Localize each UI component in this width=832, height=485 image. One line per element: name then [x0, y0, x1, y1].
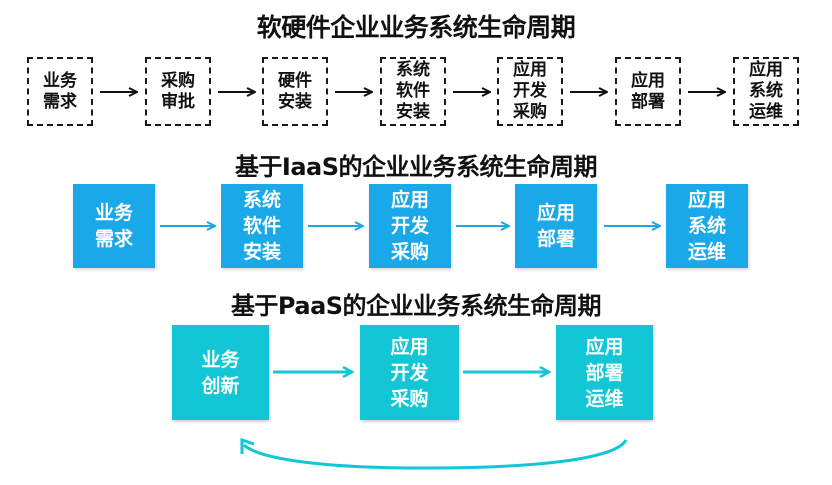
step-label: 应用 部署: [536, 202, 575, 250]
paas-step-business-innovation: 业务 创新: [172, 325, 269, 420]
step-label: 业务 需求: [94, 202, 133, 250]
step-label: 应用 系统 运维: [749, 60, 783, 122]
step-label: 应用 部署: [631, 70, 665, 112]
paas-step-app-deploy-operations: 应用 部署 运维: [556, 325, 653, 420]
step-label: 应用 开发 采购: [513, 60, 547, 122]
iaas-step-system-software-install: 系统 软件 安装: [221, 184, 303, 268]
traditional-step-system-software-install: 系统 软件 安装: [380, 57, 446, 126]
paas-lifecycle-title: 基于PaaS的企业业务系统生命周期: [230, 292, 602, 320]
feedback-loop-arrow-icon: [242, 439, 628, 470]
iaas-step-business-requirement: 业务 需求: [73, 184, 155, 268]
paas-step-app-development: 应用 开发 采购: [360, 325, 459, 420]
traditional-step-app-development: 应用 开发 采购: [497, 57, 563, 126]
traditional-lifecycle-title: 软硬件企业业务系统生命周期: [256, 13, 576, 42]
step-label: 应用 开发 采购: [390, 189, 429, 263]
iaas-step-app-deployment: 应用 部署: [515, 184, 597, 268]
iaas-lifecycle-title: 基于IaaS的企业业务系统生命周期: [234, 153, 598, 181]
feedback-loop-arrowhead-icon: [240, 437, 255, 454]
traditional-step-app-deployment: 应用 部署: [615, 57, 681, 126]
step-label: 业务 创新: [201, 348, 240, 397]
step-label: 系统 软件 安装: [396, 60, 430, 122]
step-label: 应用 部署 运维: [585, 335, 624, 410]
step-label: 应用 开发 采购: [390, 335, 429, 410]
traditional-step-procurement-approval: 采购 审批: [145, 57, 211, 126]
step-label: 硬件 安装: [278, 70, 312, 112]
step-label: 系统 软件 安装: [242, 189, 281, 263]
step-label: 采购 审批: [161, 70, 195, 112]
step-label: 业务 需求: [43, 70, 77, 112]
traditional-step-hardware-install: 硬件 安装: [262, 57, 328, 126]
traditional-step-app-operations: 应用 系统 运维: [733, 57, 799, 126]
iaas-step-app-development: 应用 开发 采购: [369, 184, 451, 268]
iaas-step-app-operations: 应用 系统 运维: [666, 184, 748, 268]
traditional-step-business-requirement: 业务 需求: [27, 57, 93, 126]
step-label: 应用 系统 运维: [687, 189, 726, 263]
